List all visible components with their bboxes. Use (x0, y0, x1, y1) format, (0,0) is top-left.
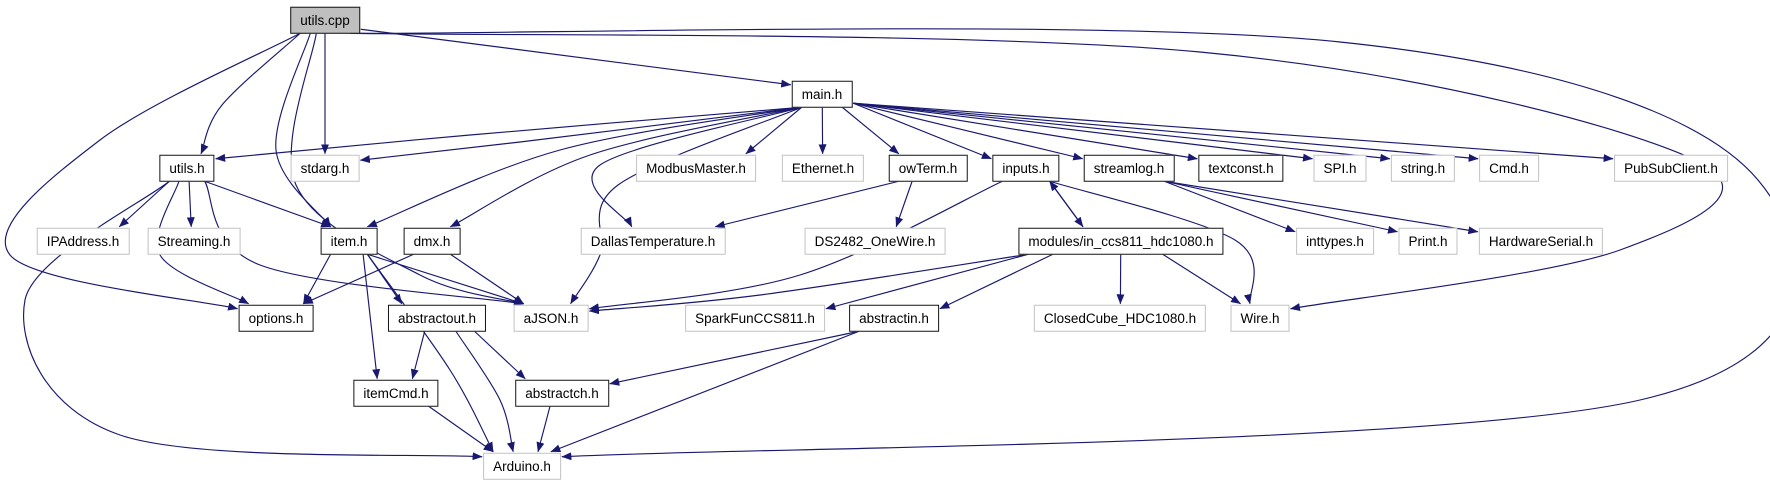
include-edge (349, 28, 1770, 461)
node-abstractin-h[interactable]: abstractin.h (849, 304, 939, 332)
include-edge (360, 28, 792, 88)
node-abstractout-h[interactable]: abstractout.h (387, 304, 487, 332)
node-inttypes-h: inttypes.h (1296, 227, 1374, 255)
include-edge (853, 102, 1084, 161)
include-edge (118, 180, 170, 228)
include-edge (588, 180, 1003, 312)
include-edge (853, 102, 1313, 162)
node-inputs-h[interactable]: inputs.h (992, 154, 1060, 182)
include-edge (536, 406, 551, 453)
include-edge (349, 32, 1723, 312)
node-string-h: string.h (1390, 154, 1456, 182)
node-dallastemperature-h: DallasTemperature.h (580, 227, 726, 255)
include-edge (474, 330, 526, 380)
node-wire-h: Wire.h (1230, 304, 1290, 332)
node-main-h[interactable]: main.h (791, 80, 853, 108)
node-pubsubclient-h: PubSubClient.h (1614, 154, 1728, 182)
node-streaming-h: Streaming.h (147, 227, 241, 255)
node-ds2482-onewire-h: DS2482_OneWire.h (804, 227, 946, 255)
node-hardwareserial-h: HardwareSerial.h (1478, 227, 1604, 255)
include-edge (302, 253, 414, 305)
node-ajson-h: aJSON.h (513, 304, 589, 332)
include-edge (215, 106, 802, 162)
node-cmd-h: Cmd.h (1479, 154, 1539, 182)
include-edge (570, 106, 802, 305)
include-edge (362, 254, 381, 380)
include-edge (853, 102, 1614, 163)
node-item-h[interactable]: item.h (320, 227, 378, 255)
node-options-h[interactable]: options.h (238, 304, 314, 332)
include-edge (428, 405, 494, 453)
include-edge (1164, 180, 1479, 235)
include-edge (186, 181, 195, 228)
include-edge (609, 330, 860, 386)
include-edge (853, 102, 992, 160)
include-edge (550, 330, 860, 453)
node-owterm-h[interactable]: owTerm.h (888, 154, 968, 182)
include-edge (588, 253, 1029, 315)
include-edge (455, 330, 515, 453)
include-edge (1049, 180, 1084, 228)
include-edge (853, 102, 1391, 162)
node-closedcube-hdc1080-h: ClosedCube_HDC1080.h (1033, 304, 1207, 332)
node-utils-cpp: utils.cpp (290, 6, 360, 34)
include-edge (275, 33, 332, 228)
node-spi-h: SPI.h (1313, 154, 1367, 182)
include-edge (359, 106, 802, 164)
node-streamlog-h[interactable]: streamlog.h (1083, 154, 1175, 182)
node-ipaddress-h: IPAddress.h (36, 227, 130, 255)
include-edge (366, 106, 802, 228)
include-edge (204, 180, 525, 307)
include-edge (410, 331, 426, 380)
include-edge (449, 106, 802, 228)
include-edge (853, 102, 1479, 162)
include-edge (204, 180, 332, 228)
node-dmx-h[interactable]: dmx.h (403, 227, 461, 255)
node-print-h: Print.h (1398, 227, 1458, 255)
include-edge (825, 253, 1029, 311)
node-sparkfunccs811-h: SparkFunCCS811.h (685, 304, 825, 332)
include-edge (302, 253, 332, 305)
include-edge (156, 181, 250, 305)
include-edge (450, 253, 525, 305)
include-edge (4, 32, 301, 311)
include-edge (853, 102, 1198, 162)
include-edge (200, 32, 301, 155)
include-edge (1049, 180, 1255, 305)
include-edge (714, 180, 899, 229)
include-edge (895, 181, 913, 228)
include-edge (939, 253, 1054, 310)
node-ethernet-h: Ethernet.h (781, 154, 865, 182)
include-edge (591, 106, 802, 228)
include-edge (1164, 180, 1398, 234)
node-abstractch-h[interactable]: abstractch.h (515, 379, 609, 407)
node-modbusmaster-h: ModbusMaster.h (636, 154, 756, 182)
node-modules-in-ccs811-hdc1080-h[interactable]: modules/in_ccs811_hdc1080.h (1018, 227, 1224, 255)
include-edge (745, 106, 803, 155)
node-stdarg-h: stdarg.h (290, 154, 360, 182)
node-itemcmd-h[interactable]: itemCmd.h (353, 379, 439, 407)
node-arduino-h: Arduino.h (483, 452, 561, 480)
include-edge (1162, 253, 1241, 305)
include-edge (367, 253, 525, 305)
node-textconst-h[interactable]: textconst.h (1198, 154, 1284, 182)
include-edge (366, 253, 494, 453)
include-edge (1164, 180, 1296, 233)
include-edge (841, 106, 900, 155)
node-utils-h[interactable]: utils.h (159, 154, 215, 182)
